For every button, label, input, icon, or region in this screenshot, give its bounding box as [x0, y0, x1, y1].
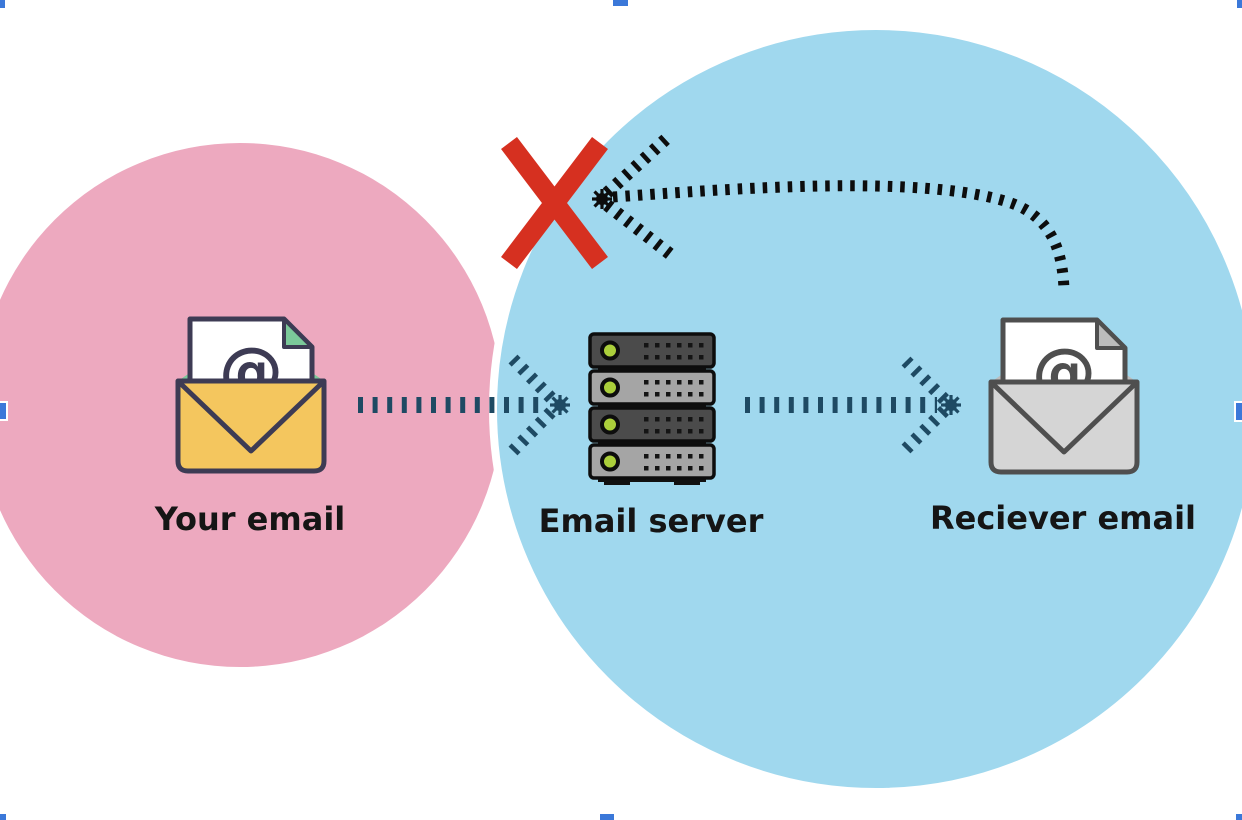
selection-handle-bottom-left[interactable]	[0, 814, 6, 820]
selection-handle-top-right[interactable]	[1237, 0, 1242, 8]
arrowhead-star-icon	[590, 187, 614, 211]
email-server-icon	[588, 332, 716, 485]
edge-server-to-receiver	[745, 356, 963, 454]
your-email-label: Your email	[154, 500, 346, 538]
selection-handle-bottom-right[interactable]	[1236, 814, 1242, 820]
email-server-label: Email server	[538, 502, 764, 540]
receiver-email-label: Reciever email	[929, 499, 1197, 537]
blocked-x-icon	[501, 136, 608, 270]
receiver-email-envelope-icon	[991, 320, 1137, 472]
selection-handle-middle-right[interactable]	[1236, 403, 1242, 420]
selection-handle-top-middle[interactable]	[613, 0, 628, 6]
arrowhead-star-icon	[548, 393, 572, 417]
arrowhead-star-icon	[939, 393, 963, 417]
your-email-envelope-icon	[178, 319, 324, 471]
selection-handle-top-left[interactable]	[0, 0, 5, 8]
selection-handle-middle-left[interactable]	[0, 403, 6, 419]
selection-handle-bottom-middle[interactable]	[600, 814, 614, 820]
edge-receiver-back-blocked	[590, 134, 1070, 292]
edge-your-email-to-server	[358, 354, 572, 456]
